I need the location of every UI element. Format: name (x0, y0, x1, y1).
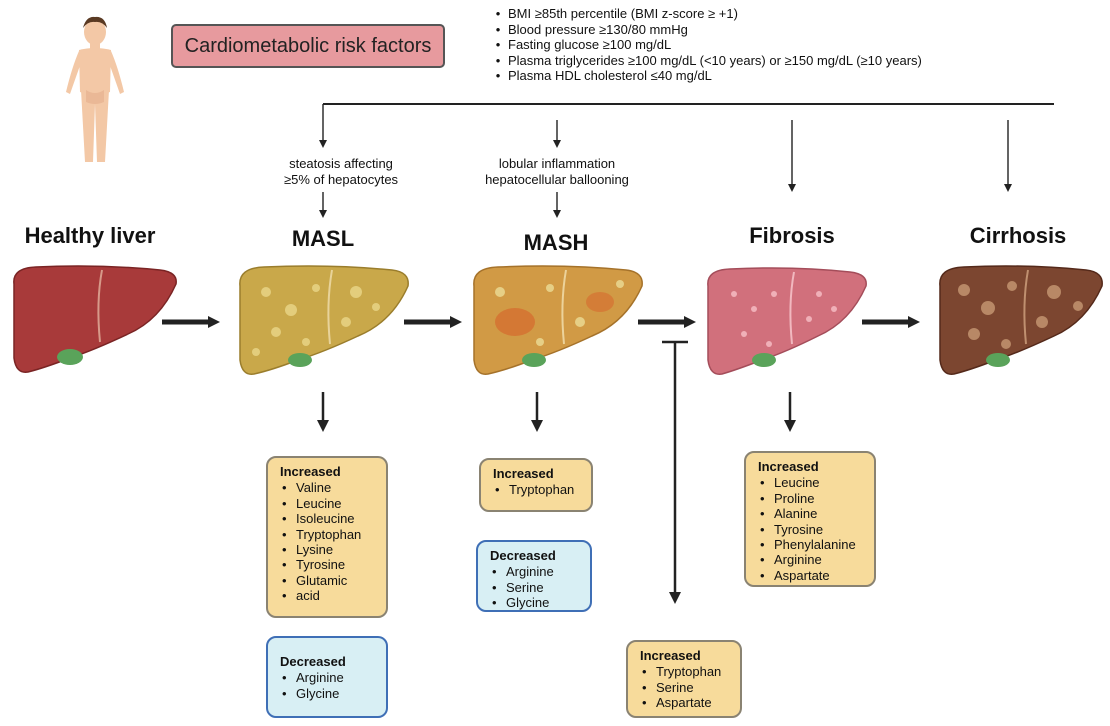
mash-note-line1: lobular inflammation (498, 156, 616, 171)
mash-note-line2: hepatocellular ballooning (485, 172, 629, 187)
stage-label-masl: MASL (291, 226, 355, 251)
marker-item: Glycine (280, 686, 376, 702)
box-heading: Increased (493, 466, 554, 481)
cirrhosis-liver-icon (939, 265, 1103, 375)
masl-note: steatosis affecting ≥5% of hepatocytes (284, 156, 398, 188)
marker-item: Tryptophan (493, 482, 581, 498)
marker-item: Tryptophan (280, 527, 376, 543)
marker-item: Valine (280, 480, 376, 496)
stage-label-cirrhosis: Cirrhosis (969, 223, 1067, 248)
marker-item: Glycine (490, 595, 580, 611)
stage-label-mash: MASH (523, 230, 589, 255)
marker-item: Serine (640, 680, 730, 696)
marker-item: Arginine (490, 564, 580, 580)
criteria-item: Fasting glucose ≥100 mg/dL (488, 37, 922, 53)
marker-item: Arginine (758, 552, 864, 568)
marker-item: Leucine (280, 496, 376, 512)
masl-decreased-box: Decreased Arginine Glycine (266, 636, 388, 718)
marker-item: Isoleucine (280, 511, 376, 527)
criteria-item: Blood pressure ≥130/80 mmHg (488, 22, 922, 38)
healthy-liver-icon (13, 265, 177, 373)
marker-item: Tyrosine (280, 557, 376, 573)
stage-label-fibrosis: Fibrosis (749, 223, 835, 248)
marker-item: Proline (758, 491, 864, 507)
marker-continuation-text: acid (296, 588, 320, 604)
marker-item: Arginine (280, 670, 376, 686)
box-heading: Increased (280, 464, 341, 479)
child-figure-icon (66, 16, 124, 162)
masl-liver-icon (239, 265, 409, 375)
mash-increased-box: Increased Tryptophan (479, 458, 593, 512)
box-heading: Decreased (490, 548, 556, 563)
marker-item: Aspartate (640, 695, 730, 711)
marker-item: Tryptophan (640, 664, 730, 680)
masl-increased-box: Increased Valine Leucine Isoleucine Tryp… (266, 456, 388, 618)
fibrosis-increased-box: Increased Leucine Proline Alanine Tyrosi… (744, 451, 876, 587)
risk-factors-title: Cardiometabolic risk factors (171, 24, 445, 68)
marker-item: Serine (490, 580, 580, 596)
criteria-item: Plasma HDL cholesterol ≤40 mg/dL (488, 68, 922, 84)
criteria-item: BMI ≥85th percentile (BMI z-score ≥ +1) (488, 6, 922, 22)
marker-item: Leucine (758, 475, 864, 491)
stage-label-healthy: Healthy liver (24, 223, 156, 248)
masl-note-line1: steatosis affecting (289, 156, 393, 171)
marker-item-continuation: acid (280, 588, 376, 604)
mash-decreased-box: Decreased Arginine Serine Glycine (476, 540, 592, 612)
box-heading: Decreased (280, 654, 346, 669)
mash-liver-icon (473, 265, 643, 375)
mash-note: lobular inflammation hepatocellular ball… (485, 156, 629, 188)
marker-item: Lysine (280, 542, 376, 558)
marker-item: Phenylalanine (758, 537, 864, 553)
masl-note-line2: ≥5% of hepatocytes (283, 172, 399, 187)
criteria-item: Plasma triglycerides ≥100 mg/dL (<10 yea… (488, 53, 922, 69)
box-heading: Increased (640, 648, 701, 663)
marker-item: Glutamic (280, 573, 376, 589)
risk-criteria-list: BMI ≥85th percentile (BMI z-score ≥ +1) … (488, 6, 922, 84)
marker-item: Tyrosine (758, 522, 864, 538)
block-increased-box: Increased Tryptophan Serine Aspartate (626, 640, 742, 718)
marker-item: Alanine (758, 506, 864, 522)
fibrosis-liver-icon (707, 267, 867, 375)
box-heading: Increased (758, 459, 819, 474)
marker-item: Aspartate (758, 568, 864, 584)
